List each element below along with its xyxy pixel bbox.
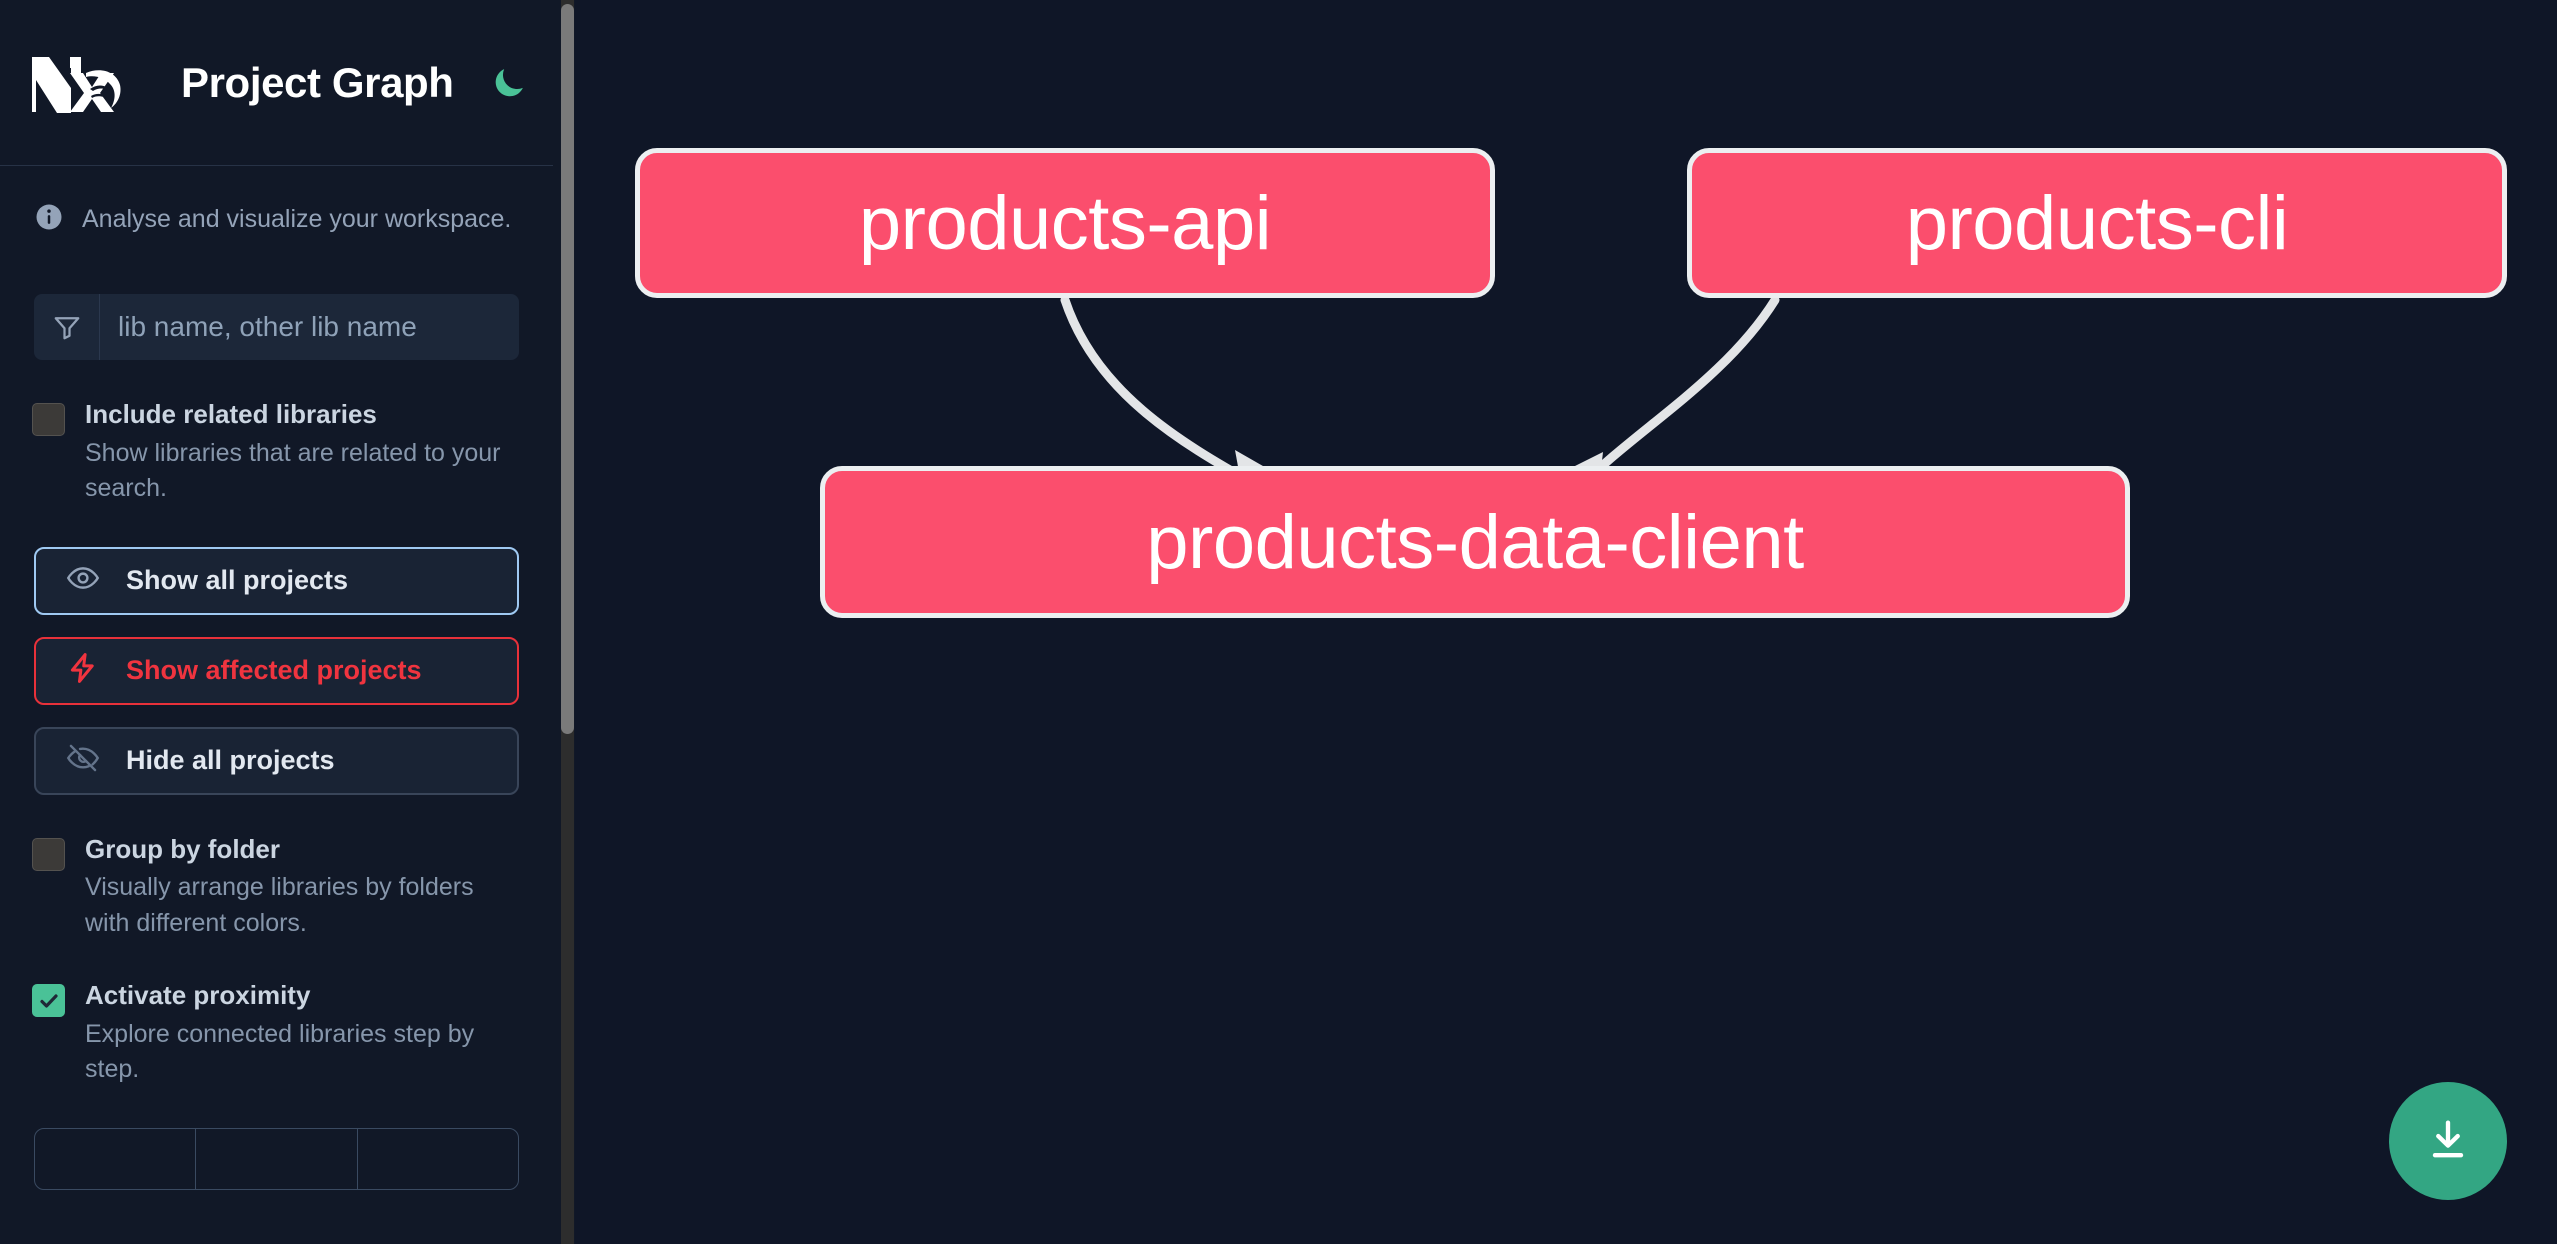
hide-all-projects-button[interactable]: Hide all projects — [34, 726, 519, 795]
option-activate-proximity[interactable]: Activate proximity Explore connected lib… — [0, 941, 553, 1088]
option-title: Activate proximity — [85, 980, 311, 1010]
edge-products-api-to-products-data-client — [1060, 295, 1265, 492]
segment-button[interactable] — [358, 1129, 518, 1189]
graph-node-products-api[interactable]: products-api — [635, 148, 1495, 298]
graph-node-products-data-client[interactable]: products-data-client — [820, 466, 2130, 618]
group-by-folder-checkbox[interactable] — [32, 837, 65, 871]
show-all-projects-button[interactable]: Show all projects — [34, 546, 519, 615]
node-label: products-cli — [1905, 180, 2289, 266]
project-graph-canvas[interactable]: products-api products-cli products-data-… — [575, 0, 2557, 1244]
edge-products-cli-to-products-data-client — [1575, 295, 1780, 492]
option-description: Visually arrange libraries by folders wi… — [85, 873, 474, 937]
option-include-related-libraries[interactable]: Include related libraries Show libraries… — [0, 360, 553, 507]
button-label: Hide all projects — [126, 745, 335, 775]
nx-logo — [30, 53, 128, 113]
option-description: Show libraries that are related to your … — [85, 438, 501, 503]
option-title: Include related libraries — [85, 399, 377, 429]
include-related-libraries-checkbox[interactable] — [32, 403, 65, 436]
download-icon — [2422, 1114, 2474, 1169]
workspace-info: Analyse and visualize your workspace. — [0, 166, 553, 237]
sidebar-scroll-region[interactable]: Project Graph Analyse and visualize your… — [0, 0, 575, 1244]
node-label: products-data-client — [1146, 499, 1804, 585]
sidebar-scrollbar-track[interactable] — [561, 0, 574, 1244]
segment-button[interactable] — [196, 1128, 358, 1189]
show-affected-projects-button[interactable]: Show affected projects — [34, 636, 519, 705]
proximity-step-control[interactable] — [34, 1127, 519, 1190]
sidebar-header: Project Graph — [0, 0, 553, 166]
option-group-by-folder[interactable]: Group by folder Visually arrange librari… — [0, 795, 553, 942]
button-label: Show affected projects — [126, 655, 422, 685]
button-label: Show all projects — [126, 565, 349, 595]
node-label: products-api — [858, 180, 1272, 266]
page-title: Project Graph — [181, 58, 454, 106]
segment-button[interactable] — [35, 1128, 197, 1189]
info-icon — [34, 202, 64, 237]
sidebar-scrollbar-thumb[interactable] — [561, 4, 574, 734]
visibility-button-group: Show all projects Show affected projects — [0, 507, 553, 795]
sidebar: Project Graph Analyse and visualize your… — [0, 0, 575, 1244]
activate-proximity-checkbox[interactable] — [32, 984, 65, 1017]
download-graph-button[interactable] — [2389, 1082, 2507, 1200]
eye-icon — [66, 561, 100, 600]
filter-funnel-icon — [34, 294, 100, 360]
eye-off-icon — [66, 741, 100, 780]
graph-node-products-cli[interactable]: products-cli — [1687, 148, 2507, 298]
option-title: Group by folder — [85, 833, 280, 864]
lightning-icon — [66, 651, 100, 690]
workspace-info-text: Analyse and visualize your workspace. — [82, 205, 512, 233]
moon-icon[interactable] — [486, 60, 532, 106]
search-input[interactable] — [100, 294, 519, 360]
search-field[interactable] — [34, 294, 519, 360]
option-description: Explore connected libraries step by step… — [85, 1019, 475, 1084]
